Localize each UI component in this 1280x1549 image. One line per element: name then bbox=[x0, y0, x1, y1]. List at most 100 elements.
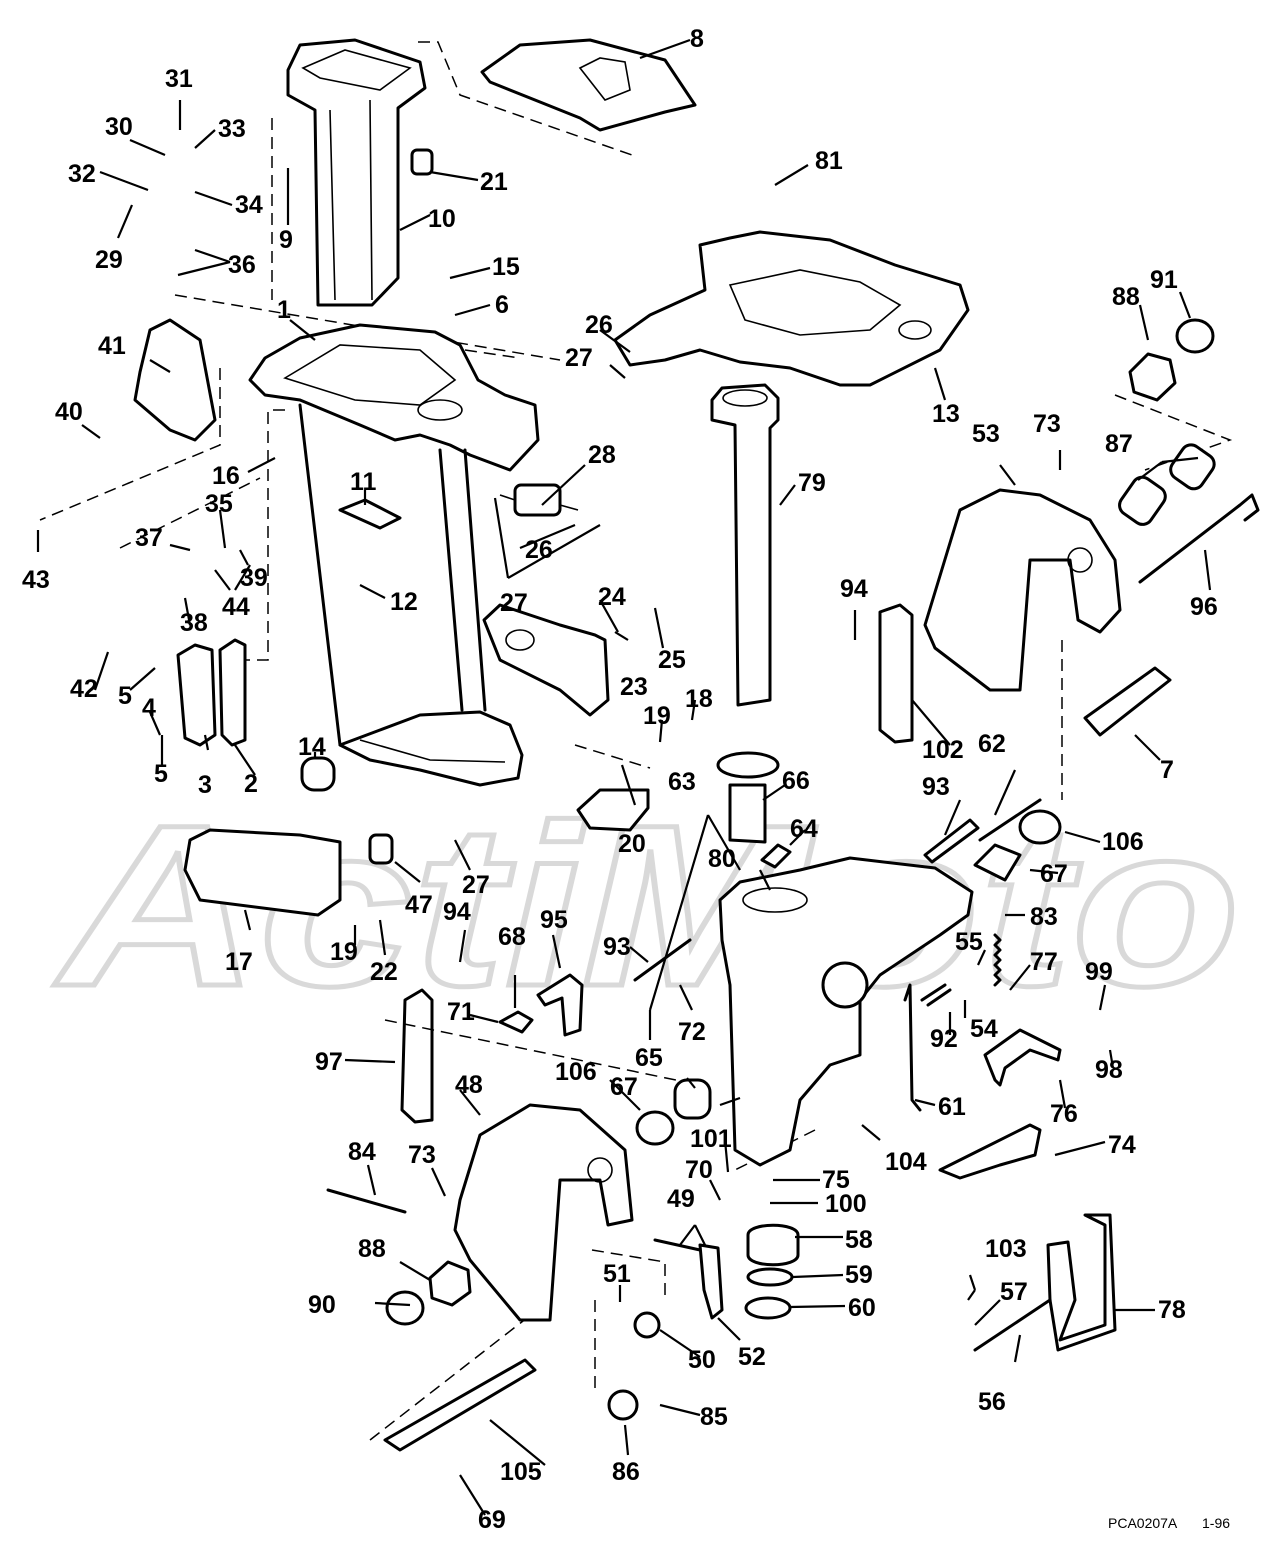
callout-43: 43 bbox=[22, 566, 50, 594]
callout-49: 49 bbox=[667, 1185, 695, 1213]
callout-67-upper: 67 bbox=[1040, 860, 1068, 888]
leader-lines bbox=[36, 38, 1212, 1516]
callout-10: 10 bbox=[428, 205, 456, 233]
callout-22: 22 bbox=[370, 958, 398, 986]
callout-42: 42 bbox=[70, 675, 98, 703]
callout-14: 14 bbox=[298, 733, 326, 761]
callout-52: 52 bbox=[738, 1343, 766, 1371]
swivel-bracket-80 bbox=[718, 856, 974, 1167]
grille-3 bbox=[176, 643, 217, 747]
callout-60: 60 bbox=[848, 1294, 876, 1322]
callout-26-lower: 26 bbox=[525, 536, 553, 564]
nuts-88-91 bbox=[1128, 318, 1215, 402]
callout-100: 100 bbox=[825, 1190, 867, 1218]
callout-86: 86 bbox=[612, 1458, 640, 1486]
callout-97: 97 bbox=[315, 1048, 343, 1076]
callout-30: 30 bbox=[105, 113, 133, 141]
lever-52 bbox=[698, 1243, 724, 1320]
callout-41: 41 bbox=[98, 332, 126, 360]
callout-3: 3 bbox=[198, 771, 212, 799]
spring-92 bbox=[920, 983, 952, 1007]
callout-53: 53 bbox=[972, 420, 1000, 448]
callout-59: 59 bbox=[845, 1261, 873, 1289]
clip-64 bbox=[760, 843, 792, 869]
callout-57: 57 bbox=[1000, 1278, 1028, 1306]
callout-70: 70 bbox=[685, 1156, 713, 1184]
callout-16: 16 bbox=[212, 462, 240, 490]
callout-8: 8 bbox=[690, 25, 704, 53]
callout-18: 18 bbox=[685, 685, 713, 713]
callout-40: 40 bbox=[55, 398, 83, 426]
callout-27-lower: 27 bbox=[462, 871, 490, 899]
callout-31: 31 bbox=[165, 65, 193, 93]
tilt-lock-97 bbox=[400, 988, 434, 1124]
callout-29: 29 bbox=[95, 246, 123, 274]
washer-106-upper bbox=[1018, 809, 1062, 845]
pin-62 bbox=[978, 798, 1042, 842]
callout-83: 83 bbox=[1030, 903, 1058, 931]
callout-35: 35 bbox=[205, 490, 233, 518]
callout-34: 34 bbox=[235, 191, 263, 219]
callout-72: 72 bbox=[678, 1018, 706, 1046]
callout-23: 23 bbox=[620, 673, 648, 701]
callout-54: 54 bbox=[970, 1015, 998, 1043]
bushing-67-upper bbox=[973, 843, 1022, 882]
cap-90 bbox=[385, 1290, 425, 1326]
callout-13: 13 bbox=[932, 400, 960, 428]
rod-61 bbox=[903, 983, 922, 1112]
callout-19-left: 19 bbox=[330, 938, 358, 966]
callout-104: 104 bbox=[885, 1148, 927, 1176]
callout-25: 25 bbox=[658, 646, 686, 674]
callout-15: 15 bbox=[492, 253, 520, 281]
callout-9: 9 bbox=[279, 226, 293, 254]
callout-81: 81 bbox=[815, 147, 843, 175]
callout-92: 92 bbox=[930, 1025, 958, 1053]
callout-55: 55 bbox=[955, 928, 983, 956]
callout-102: 102 bbox=[922, 736, 964, 764]
callout-24: 24 bbox=[598, 583, 626, 611]
callout-36: 36 bbox=[228, 251, 256, 279]
callout-48: 48 bbox=[455, 1071, 483, 1099]
callout-93-lower: 93 bbox=[603, 933, 631, 961]
nut-88-lower bbox=[428, 1260, 472, 1307]
assembly-guide-lines bbox=[39, 41, 1233, 1441]
callout-51: 51 bbox=[603, 1260, 631, 1288]
steering-handle-bracket-13 bbox=[613, 230, 970, 387]
callout-78: 78 bbox=[1158, 1296, 1186, 1324]
callout-74: 74 bbox=[1108, 1131, 1136, 1159]
spring-77 bbox=[993, 933, 1002, 987]
callout-85: 85 bbox=[700, 1403, 728, 1431]
callout-1: 1 bbox=[277, 296, 291, 324]
washer-86 bbox=[607, 1389, 639, 1421]
callout-99: 99 bbox=[1085, 958, 1113, 986]
callout-12: 12 bbox=[390, 588, 418, 616]
callout-63: 63 bbox=[668, 768, 696, 796]
callout-90: 90 bbox=[308, 1291, 336, 1319]
lever-76 bbox=[983, 1028, 1062, 1087]
callout-50: 50 bbox=[688, 1346, 716, 1374]
bracket-41 bbox=[133, 318, 217, 442]
washer-50 bbox=[633, 1311, 661, 1339]
shift-actuator-28 bbox=[499, 483, 579, 517]
pin-93-lower bbox=[633, 938, 692, 982]
cover-plate-24 bbox=[482, 603, 610, 717]
callout-88-upper: 88 bbox=[1112, 283, 1140, 311]
callout-73-lower: 73 bbox=[408, 1141, 436, 1169]
callout-87: 87 bbox=[1105, 430, 1133, 458]
callout-66: 66 bbox=[782, 767, 810, 795]
callout-33: 33 bbox=[218, 115, 246, 143]
side-cover-17 bbox=[183, 828, 342, 917]
drawing-code: PCA0207A bbox=[1108, 1515, 1178, 1531]
callout-38: 38 bbox=[180, 609, 208, 637]
exhaust-housing-10 bbox=[286, 38, 427, 307]
tilt-lock-102 bbox=[878, 603, 914, 744]
callout-103: 103 bbox=[985, 1235, 1027, 1263]
bracket-95 bbox=[536, 973, 584, 1037]
callout-98: 98 bbox=[1095, 1056, 1123, 1084]
drawing-date: 1-96 bbox=[1202, 1515, 1230, 1531]
adapter-plate-1 bbox=[248, 323, 540, 472]
callout-69: 69 bbox=[478, 1506, 506, 1534]
callout-106-lower: 106 bbox=[555, 1058, 597, 1086]
callout-2: 2 bbox=[244, 770, 258, 798]
callout-106-upper: 106 bbox=[1102, 828, 1144, 856]
